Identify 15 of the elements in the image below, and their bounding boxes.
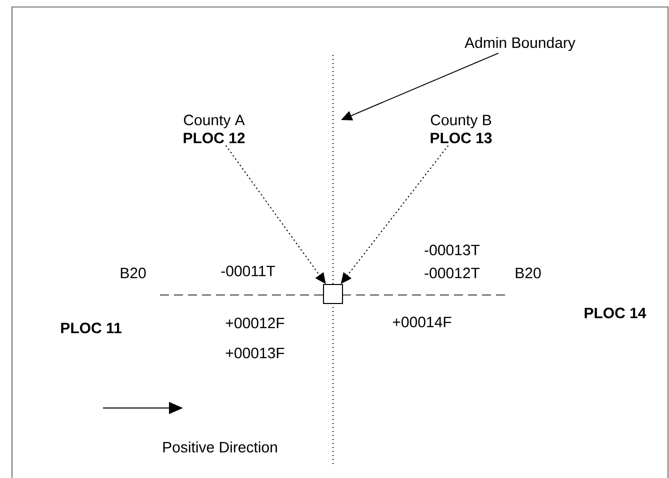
label-text: Positive Direction	[163, 441, 277, 452]
label-text: -00013T	[424, 244, 480, 256]
label-text: B20	[120, 268, 146, 278]
label-text: +00014F	[392, 316, 452, 328]
junction-square	[323, 284, 343, 304]
label-text: -00011T	[221, 266, 276, 276]
label-text: PLOC 11	[61, 322, 122, 334]
label-text: +00013F	[226, 348, 284, 358]
label-text: +00012F	[226, 318, 284, 328]
label-text: -00012T	[424, 268, 480, 278]
label-text: B20	[516, 268, 541, 278]
label-text: County B PLOC 13	[430, 114, 492, 144]
label-text: PLOC 14	[584, 308, 646, 318]
label-text: Admin Boundary	[464, 37, 576, 51]
label-text: County A PLOC 12	[184, 114, 245, 144]
